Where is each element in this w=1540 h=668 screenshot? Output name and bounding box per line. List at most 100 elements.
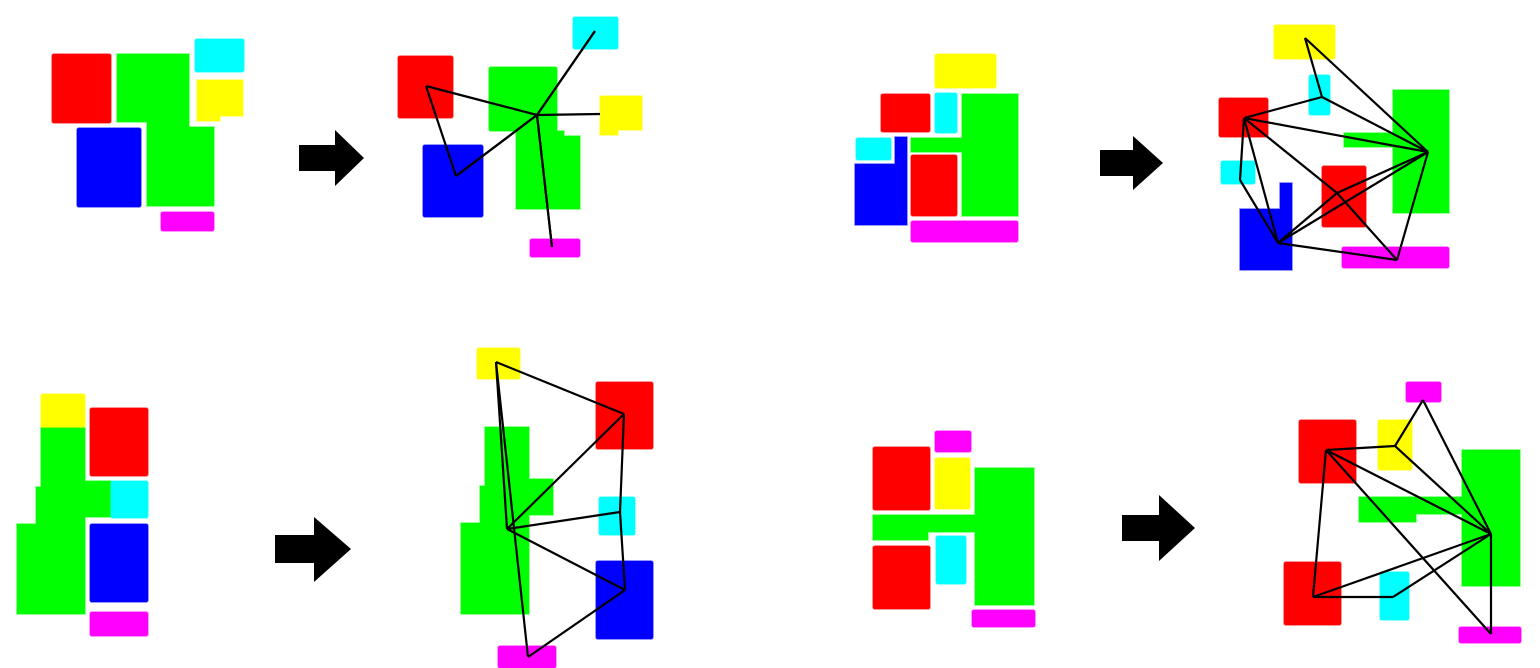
- graph-1-edge-7: [455, 114, 538, 177]
- arrow-2: [1100, 136, 1163, 190]
- graph-2-edge-13: [1336, 192, 1398, 261]
- graph-3-edge-3: [618, 413, 626, 513]
- layout-3-room-cyan: [110, 480, 149, 519]
- layout-2-room-cyan-left: [855, 137, 892, 161]
- graph-3-edge-7: [527, 589, 626, 658]
- graph-3-edge-0: [495, 360, 625, 416]
- graph-4-edge-10: [1325, 449, 1492, 635]
- graph-2-node-green: [1343, 89, 1450, 214]
- graph-3-edge-6: [618, 511, 627, 591]
- graph-2-edges: [1238, 37, 1430, 262]
- graph-2-edge-2: [1243, 95, 1323, 120]
- graph-3-edge-8: [494, 361, 509, 530]
- layout-4-room-red-bottom: [872, 545, 931, 610]
- layout-3: [16, 393, 149, 637]
- graph-1-edge-6: [535, 114, 554, 248]
- layout-4-room-green: [872, 467, 1035, 606]
- layout-1-room-red: [51, 53, 112, 124]
- graph-3-edges: [494, 360, 627, 658]
- arrow-right-icon: [275, 517, 351, 582]
- arrow-3: [275, 517, 351, 582]
- graph-2-edge-14: [1395, 151, 1430, 261]
- layout-2-room-green: [910, 93, 1019, 217]
- graph-1: [397, 16, 643, 258]
- arrow-4: [1122, 495, 1195, 561]
- graph-2-edge-5: [1239, 179, 1279, 244]
- graph-2-edge-1: [1304, 37, 1429, 153]
- graph-4-edge-8: [1392, 533, 1492, 598]
- graph-2-edge-6: [1242, 117, 1280, 244]
- graph-4-edges: [1311, 399, 1493, 635]
- arrow-right-icon: [1100, 136, 1163, 190]
- graph-2-node-blue: [1239, 182, 1293, 271]
- graph-2-edge-12: [1336, 150, 1429, 195]
- layout-2-room-yellow: [934, 53, 997, 89]
- layout-3-room-yellow: [40, 393, 86, 429]
- layout-1-room-blue: [76, 127, 142, 208]
- graph-4-edge-2: [1325, 444, 1396, 452]
- graph-1-node-green-bottom: [515, 130, 581, 210]
- layout-4-room-cyan: [935, 535, 967, 585]
- graph-3-node-blue: [595, 560, 654, 640]
- graph-1-edge-8: [424, 85, 458, 177]
- panel-example-1: [51, 16, 643, 258]
- layout-2-room-blue: [854, 136, 908, 226]
- graph-1-edge-3: [536, 112, 601, 117]
- graph-3-node-cyan: [598, 496, 636, 536]
- layout-4-room-magenta-top: [934, 430, 972, 453]
- layout-4-room-magenta-bottom: [971, 609, 1036, 628]
- layout-1-room-cyan: [194, 38, 245, 73]
- layout-1-room-yellow: [196, 79, 244, 122]
- layout-3-room-green: [16, 427, 112, 615]
- layout-1-room-green: [116, 53, 215, 207]
- graph-4-node-magenta-top: [1405, 381, 1442, 403]
- graph-2-edge-3: [1321, 96, 1429, 153]
- graph-4: [1283, 381, 1522, 644]
- graph-1-node-magenta: [529, 238, 581, 258]
- layout-4-room-yellow: [934, 457, 971, 510]
- arrow-right-icon: [1122, 495, 1195, 561]
- graph-2-node-yellow: [1273, 24, 1336, 60]
- layout-2-room-red-top: [880, 93, 931, 133]
- graph-1-node-yellow: [599, 95, 643, 136]
- graph-4-node-green: [1358, 449, 1521, 587]
- layout-1: [51, 38, 245, 232]
- graph-2-edge-10: [1277, 151, 1429, 244]
- arrow-1: [299, 130, 364, 186]
- graph-4-edge-3: [1394, 445, 1492, 535]
- graph-3-edge-1: [494, 361, 530, 658]
- graph-4-edge-5: [1311, 449, 1328, 598]
- layout-4: [872, 430, 1036, 628]
- arrow-right-icon: [299, 130, 364, 186]
- graph-1-edge-2: [536, 30, 596, 116]
- layout-2: [854, 53, 1019, 243]
- layout-2-room-cyan-mid: [934, 92, 958, 134]
- panel-example-3: [16, 347, 654, 668]
- graph-4-edge-1: [1422, 399, 1492, 535]
- layout-3-room-magenta: [89, 611, 149, 637]
- graph-4-edge-6: [1312, 532, 1492, 599]
- graph-2: [1218, 24, 1450, 271]
- graph-2-edge-7: [1243, 117, 1338, 194]
- graph-2-edge-8: [1243, 116, 1429, 154]
- graph-2-edge-4: [1238, 117, 1246, 181]
- graph-4-edge-4: [1325, 449, 1492, 535]
- graph-2-node-cyan-top: [1308, 74, 1331, 116]
- layout-2-room-red-bottom: [910, 154, 958, 217]
- graph-3-edge-4: [506, 510, 621, 531]
- graph-1-edge-0: [425, 84, 538, 117]
- graph-4-edge-0: [1394, 399, 1424, 447]
- graph-2-edge-0: [1303, 37, 1324, 98]
- graph-3-edge-5: [506, 528, 626, 591]
- layout-3-room-red: [89, 407, 149, 477]
- graph-1-edges: [424, 30, 601, 248]
- graph-1-node-cyan: [572, 16, 619, 50]
- panel-example-4: [872, 381, 1522, 644]
- graph-3-edge-2: [506, 413, 625, 530]
- graph-3: [460, 347, 654, 668]
- graph-1-node-blue: [422, 144, 484, 218]
- graph-2-edge-11: [1277, 241, 1398, 262]
- layout-1-room-magenta: [160, 211, 215, 232]
- panel-example-2: [854, 24, 1450, 271]
